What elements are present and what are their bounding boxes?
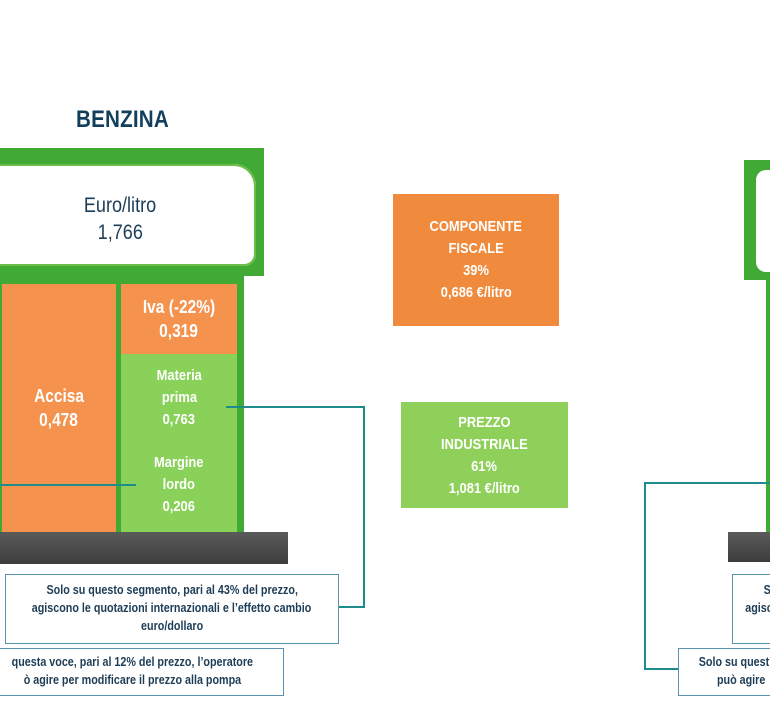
page-title: BENZINA [76, 106, 169, 133]
note1-line1: Solo su questo segmento, pari al 43% del… [46, 583, 298, 597]
margine-label-1: Margine [154, 454, 204, 471]
connector-line [644, 482, 770, 484]
connector-line [644, 482, 646, 670]
connector-line [337, 606, 365, 608]
margine-value: 0,206 [162, 498, 196, 515]
price-unit: Euro/litro [83, 194, 157, 217]
accisa-value: 0,478 [39, 410, 79, 430]
note4-line1: Solo su quest [698, 655, 770, 669]
segment-accisa: Accisa 0,478 [2, 284, 116, 532]
note3-line1: S [764, 581, 770, 599]
note2-line2: ò agire per modificare il prezzo alla po… [23, 673, 241, 687]
industriale-pct: 61% [471, 458, 498, 475]
materia-value: 0,763 [162, 411, 196, 428]
note3-line2: agisc [745, 601, 770, 615]
componente-fiscale-box: COMPONENTE FISCALE 39% 0,686 €/litro [393, 194, 559, 326]
connector-line [226, 406, 364, 408]
segment-materia-margine: Materia prima 0,763 Margine lordo 0,206 [121, 354, 237, 532]
price-label: Euro/litro 1,766 [0, 192, 240, 246]
industriale-line2: INDUSTRIALE [441, 436, 528, 453]
fiscale-pct: 39% [463, 262, 489, 279]
right-pump-body [766, 280, 770, 532]
fiscale-line2: FISCALE [448, 240, 504, 257]
note-quotazioni: Solo su questo segmento, pari al 43% del… [5, 574, 339, 644]
fiscale-value: 0,686 €/litro [440, 284, 512, 301]
materia-label-2: prima [161, 389, 197, 406]
note1-line2: agiscono le quotazioni internazionali e … [32, 601, 312, 615]
note1-line3: euro/dollaro [140, 619, 204, 633]
margine-label-2: lordo [162, 476, 196, 493]
note-operatore-right: Solo su quest può agire [678, 648, 770, 696]
price-value: 1,766 [97, 221, 143, 244]
right-pump-display [756, 170, 770, 272]
connector-line [0, 484, 136, 486]
segment-iva: Iva (-22%) 0,319 [121, 284, 237, 354]
connector-line [644, 668, 678, 670]
note2-line1: questa voce, pari al 12% del prezzo, l’o… [11, 655, 253, 669]
pump-base [0, 532, 288, 564]
accisa-label: Accisa [34, 386, 84, 406]
iva-label: Iva (-22%) [142, 297, 216, 317]
materia-label-1: Materia [156, 367, 202, 384]
right-pump-base [728, 532, 770, 562]
connector-line [363, 406, 365, 608]
note4-line2: può agire [716, 673, 766, 687]
fiscale-line1: COMPONENTE [429, 218, 523, 235]
industriale-line1: PREZZO [458, 414, 511, 431]
note-operatore: questa voce, pari al 12% del prezzo, l’o… [0, 648, 284, 696]
pump-display [0, 164, 256, 266]
prezzo-industriale-box: PREZZO INDUSTRIALE 61% 1,081 €/litro [401, 402, 568, 508]
iva-value: 0,319 [159, 321, 199, 341]
note-quotazioni-right: S agisc [732, 574, 770, 644]
industriale-value: 1,081 €/litro [448, 480, 520, 497]
